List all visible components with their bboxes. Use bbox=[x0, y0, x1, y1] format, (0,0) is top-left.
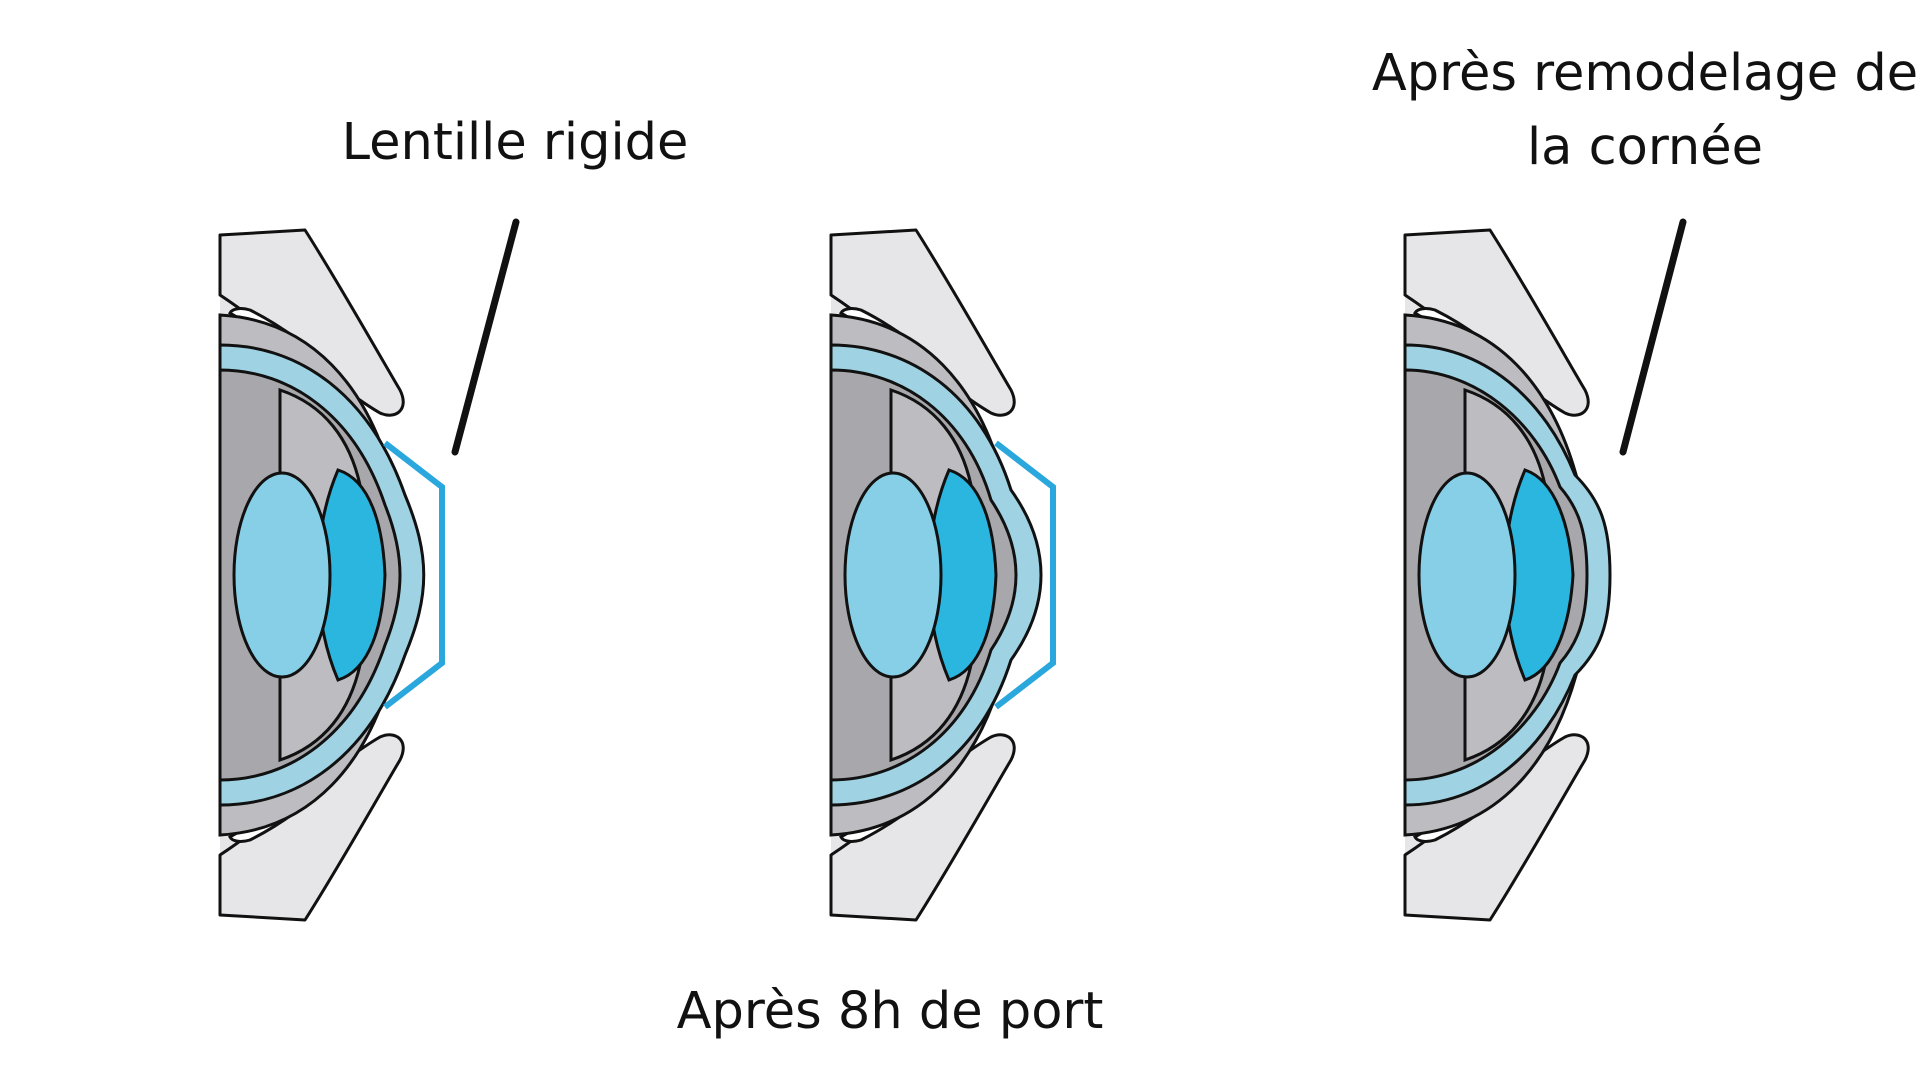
eye-diagram-after-remodeling bbox=[1403, 228, 1612, 922]
pointer-line-after-remodeling bbox=[1619, 218, 1687, 456]
eye-diagram-rigid-lens bbox=[218, 228, 445, 922]
crystalline-lens bbox=[232, 471, 332, 679]
label-after-remodeling-line-1: Après remodelage de bbox=[1371, 44, 1919, 103]
pointer-line-rigid-lens bbox=[451, 218, 520, 456]
crystalline-lens bbox=[843, 471, 943, 679]
eye-diagram-after-8h-wear bbox=[829, 228, 1056, 922]
eye-group bbox=[829, 228, 1056, 922]
label-after-8h-wear: Après 8h de port bbox=[676, 982, 1104, 1041]
rigid-contact-lens bbox=[383, 440, 445, 710]
label-after-remodeling-line-2: la cornée bbox=[1526, 118, 1764, 177]
crystalline-lens bbox=[1417, 471, 1517, 679]
rigid-contact-lens bbox=[994, 440, 1056, 710]
eye-group bbox=[218, 228, 445, 922]
label-rigid-lens: Lentille rigide bbox=[341, 113, 689, 172]
eye-group bbox=[1403, 228, 1612, 922]
label-after-remodeling: Après remodelage de la cornée bbox=[1365, 37, 1920, 185]
